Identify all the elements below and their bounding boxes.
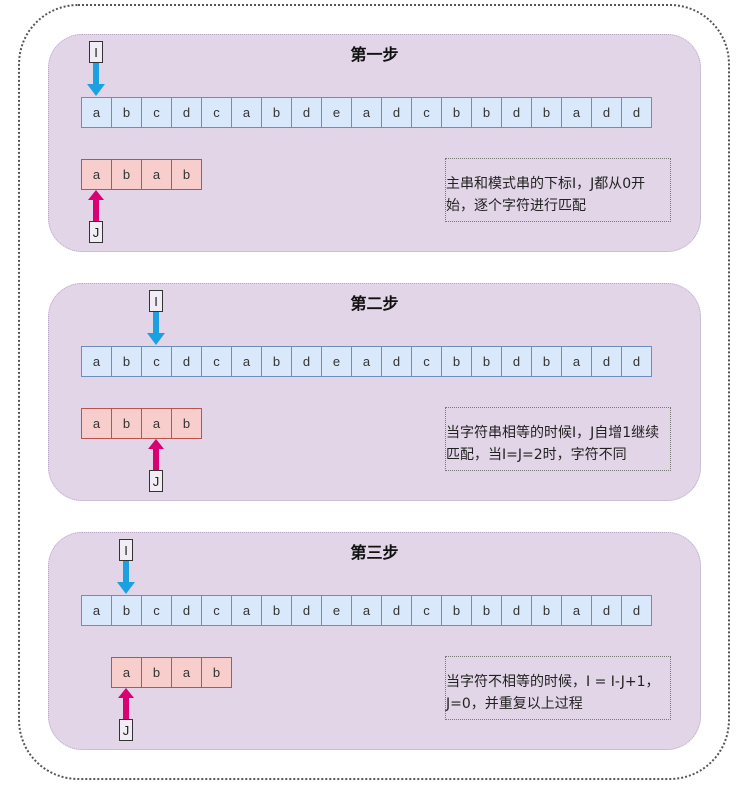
i-pointer-label: I <box>89 41 103 63</box>
main-char-cell: d <box>291 595 322 626</box>
j-pointer-label: J <box>119 719 133 741</box>
main-char-cell: c <box>411 97 442 128</box>
main-char-cell: d <box>291 346 322 377</box>
pattern-char-cell: b <box>171 408 202 439</box>
i-pointer-label: I <box>149 290 163 312</box>
step-title: 第三步 <box>350 543 399 562</box>
main-char-cell: c <box>201 595 232 626</box>
main-char-cell: c <box>141 595 172 626</box>
main-char-cell: b <box>471 346 502 377</box>
main-char-cell: b <box>531 595 562 626</box>
main-char-cell: c <box>201 346 232 377</box>
main-char-cell: a <box>231 97 262 128</box>
main-char-cell: e <box>321 97 352 128</box>
main-char-cell: d <box>381 346 412 377</box>
main-char-cell: b <box>111 346 142 377</box>
step-title: 第一步 <box>350 45 399 64</box>
step-title: 第二步 <box>350 294 399 313</box>
pattern-char-cell: b <box>111 408 142 439</box>
main-char-cell: c <box>141 346 172 377</box>
main-char-cell: b <box>531 97 562 128</box>
main-char-cell: b <box>441 97 472 128</box>
main-char-cell: d <box>171 346 202 377</box>
j-pointer-arrow-icon <box>148 439 164 471</box>
i-pointer-arrow-icon <box>147 312 165 345</box>
main-char-cell: e <box>321 595 352 626</box>
main-char-cell: b <box>441 346 472 377</box>
main-char-cell: a <box>351 346 382 377</box>
main-char-cell: b <box>471 595 502 626</box>
main-char-cell: d <box>621 97 652 128</box>
main-char-cell: d <box>381 595 412 626</box>
main-char-cell: a <box>231 595 262 626</box>
main-char-cell: d <box>591 595 622 626</box>
main-char-cell: e <box>321 346 352 377</box>
main-char-cell: b <box>111 97 142 128</box>
main-char-cell: a <box>351 595 382 626</box>
main-char-cell: d <box>291 97 322 128</box>
main-char-cell: b <box>111 595 142 626</box>
main-char-cell: d <box>501 346 532 377</box>
main-char-cell: b <box>531 346 562 377</box>
pattern-char-cell: a <box>171 657 202 688</box>
step-note: 当字符不相等的时候，I = I-J+1，J=0，并重复以上过程 <box>445 656 671 720</box>
pattern-char-cell: a <box>81 408 112 439</box>
main-char-cell: a <box>81 346 112 377</box>
step-note: 主串和模式串的下标I，J都从0开始，逐个字符进行匹配 <box>445 158 671 222</box>
main-char-cell: d <box>621 346 652 377</box>
main-char-cell: d <box>591 346 622 377</box>
main-char-cell: b <box>261 595 292 626</box>
pattern-char-cell: b <box>141 657 172 688</box>
main-char-cell: d <box>501 97 532 128</box>
main-char-cell: c <box>411 346 442 377</box>
j-pointer-arrow-icon <box>118 688 134 720</box>
pattern-char-cell: a <box>141 159 172 190</box>
main-char-cell: b <box>471 97 502 128</box>
step-note: 当字符串相等的时候I，J自增1继续匹配，当I=J=2时，字符不同 <box>445 407 671 471</box>
pattern-char-cell: a <box>141 408 172 439</box>
main-char-cell: b <box>261 346 292 377</box>
i-pointer-arrow-icon <box>87 63 105 96</box>
main-char-cell: d <box>171 595 202 626</box>
main-char-cell: d <box>591 97 622 128</box>
main-char-cell: a <box>81 595 112 626</box>
j-pointer-arrow-icon <box>88 190 104 222</box>
main-char-cell: a <box>81 97 112 128</box>
main-char-cell: a <box>561 595 592 626</box>
main-char-cell: d <box>171 97 202 128</box>
main-char-cell: b <box>261 97 292 128</box>
pattern-char-cell: b <box>171 159 202 190</box>
main-char-cell: b <box>441 595 472 626</box>
main-char-cell: a <box>561 97 592 128</box>
main-char-cell: c <box>141 97 172 128</box>
pattern-char-cell: a <box>81 159 112 190</box>
main-char-cell: d <box>501 595 532 626</box>
j-pointer-label: J <box>149 470 163 492</box>
i-pointer-label: I <box>119 539 133 561</box>
main-char-cell: c <box>411 595 442 626</box>
main-char-cell: a <box>561 346 592 377</box>
main-char-cell: a <box>231 346 262 377</box>
i-pointer-arrow-icon <box>117 561 135 594</box>
main-char-cell: a <box>351 97 382 128</box>
j-pointer-label: J <box>89 221 103 243</box>
pattern-char-cell: b <box>111 159 142 190</box>
pattern-char-cell: b <box>201 657 232 688</box>
main-char-cell: d <box>381 97 412 128</box>
main-char-cell: c <box>201 97 232 128</box>
main-char-cell: d <box>621 595 652 626</box>
diagram-frame <box>18 4 730 780</box>
pattern-char-cell: a <box>111 657 142 688</box>
